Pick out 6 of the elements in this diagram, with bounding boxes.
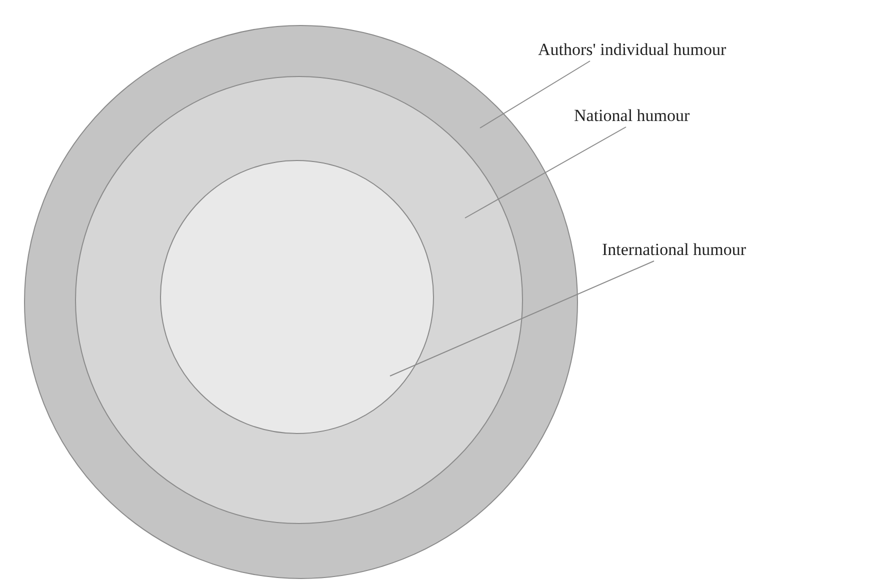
circle-label: International humour (602, 240, 746, 260)
circle-label: National humour (574, 106, 690, 126)
leader-line (390, 260, 654, 376)
leader-line (480, 60, 590, 128)
circle-label: Authors' individual humour (538, 40, 726, 60)
leader-line (464, 126, 626, 218)
